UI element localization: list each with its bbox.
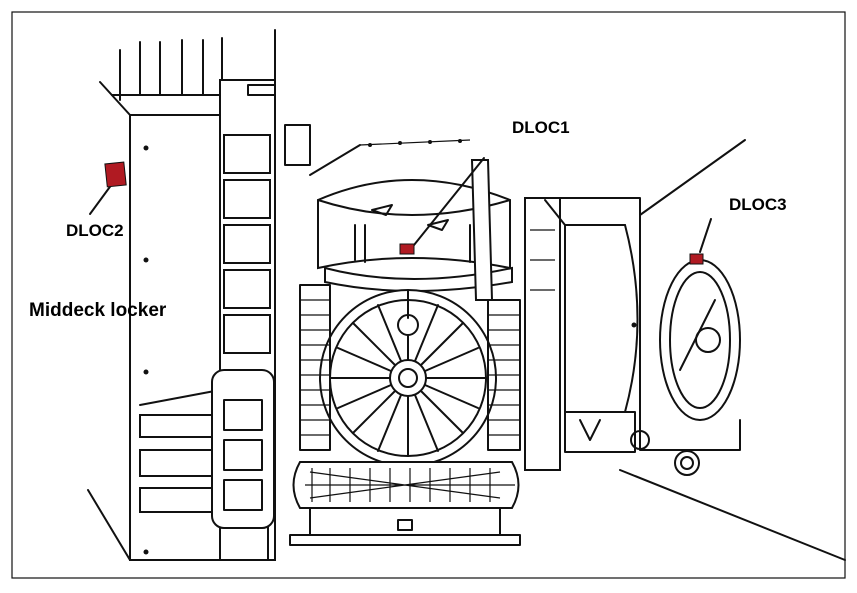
dloc2-label: DLOC2 [66,221,124,240]
side-grilles [299,284,521,451]
dloc2-leader-line [89,183,113,215]
cylinder-unit [309,139,513,301]
image-frame [11,11,846,579]
dloc1-label: DLOC1 [512,118,570,137]
stowage-bag [211,369,275,529]
locker-wall [87,37,226,561]
dloc3-marker [689,253,704,265]
right-wall-hatch [619,139,846,561]
dloc2-marker [104,161,127,188]
middeck-locker-label: Middeck locker [29,300,167,321]
right-equipment-box [524,197,641,471]
dloc3-label: DLOC3 [729,195,787,214]
locker-drawers [139,389,221,513]
treadmill-wheel [319,289,497,467]
dloc1-leader-line [413,157,485,246]
treadmill-belt [289,461,521,546]
dloc3-leader-line [699,218,712,253]
dloc1-marker [399,243,415,255]
